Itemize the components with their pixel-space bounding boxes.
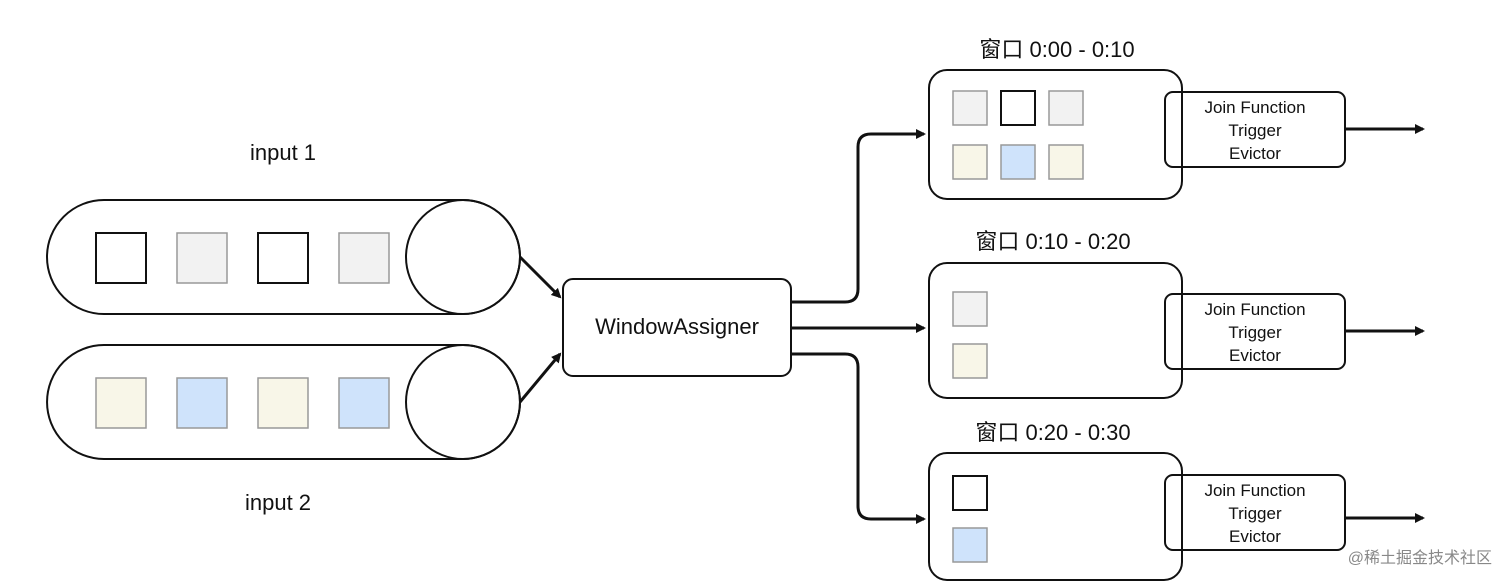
window-2-event-square bbox=[952, 291, 988, 327]
window-3-container bbox=[928, 452, 1183, 581]
window-3-title: 窗口 0:20 - 0:30 bbox=[975, 420, 1130, 445]
input-2-event-square bbox=[257, 377, 309, 429]
input-2-event-square bbox=[338, 377, 390, 429]
window-3-function-line-3: Evictor bbox=[1229, 527, 1281, 546]
window-2: 窗口 0:10 - 0:20 Join Function Trigger Evi… bbox=[928, 229, 1425, 399]
window-1-event-square bbox=[1048, 144, 1084, 180]
window-assigner-label: WindowAssigner bbox=[595, 314, 759, 339]
window-2-events bbox=[952, 291, 988, 379]
input-2-events bbox=[95, 377, 390, 429]
window-1-event-square bbox=[952, 144, 988, 180]
input-1-event-square bbox=[338, 232, 390, 284]
window-3-event-square bbox=[952, 475, 988, 511]
window-3-event-square bbox=[952, 527, 988, 563]
input-2-to-assigner-arrow bbox=[518, 352, 562, 403]
window-1-function-line-3: Evictor bbox=[1229, 144, 1281, 163]
window-1-event-square bbox=[1048, 90, 1084, 126]
window-1-event-square bbox=[1000, 144, 1036, 180]
window-3-events bbox=[952, 475, 988, 563]
window-1-function-line-1: Join Function bbox=[1204, 98, 1305, 117]
input-1-label: input 1 bbox=[250, 140, 316, 165]
window-assigner-node: WindowAssigner bbox=[562, 278, 792, 377]
input-1-to-assigner-arrow bbox=[518, 255, 562, 299]
window-2-function-line-1: Join Function bbox=[1204, 300, 1305, 319]
input-1-event-square bbox=[176, 232, 228, 284]
assigner-to-window-3-arrow bbox=[791, 352, 926, 524]
input-1-cylinder-end bbox=[405, 199, 521, 315]
input-1-event-square bbox=[257, 232, 309, 284]
assigner-to-window-1-arrow bbox=[791, 129, 926, 304]
window-1: 窗口 0:00 - 0:10 Join Function Trigger Evi… bbox=[928, 37, 1425, 200]
input-2-cylinder-end bbox=[405, 344, 521, 460]
watermark-text: @稀土掘金技术社区 bbox=[1348, 549, 1492, 567]
input-1-stream bbox=[46, 199, 521, 315]
input-2-event-square bbox=[95, 377, 147, 429]
window-1-event-square bbox=[1000, 90, 1036, 126]
window-1-function-line-2: Trigger bbox=[1228, 121, 1282, 140]
window-3-function-box bbox=[1164, 474, 1346, 551]
window-3: 窗口 0:20 - 0:30 Join Function Trigger Evi… bbox=[928, 420, 1425, 581]
window-2-event-square bbox=[952, 343, 988, 379]
window-1-event-square bbox=[952, 90, 988, 126]
input-2-event-square bbox=[176, 377, 228, 429]
window-2-function-line-3: Evictor bbox=[1229, 346, 1281, 365]
window-1-title: 窗口 0:00 - 0:10 bbox=[979, 37, 1134, 62]
window-1-container bbox=[928, 69, 1183, 200]
window-1-events bbox=[952, 90, 1084, 180]
window-3-function-line-1: Join Function bbox=[1204, 481, 1305, 500]
window-2-title: 窗口 0:10 - 0:20 bbox=[975, 229, 1130, 254]
window-3-function-line-2: Trigger bbox=[1228, 504, 1282, 523]
input-1-event-square bbox=[95, 232, 147, 284]
window-2-container bbox=[928, 262, 1183, 399]
input-2-label: input 2 bbox=[245, 490, 311, 515]
input-1-events bbox=[95, 232, 390, 284]
input-2-stream bbox=[46, 344, 521, 460]
window-2-function-line-2: Trigger bbox=[1228, 323, 1282, 342]
